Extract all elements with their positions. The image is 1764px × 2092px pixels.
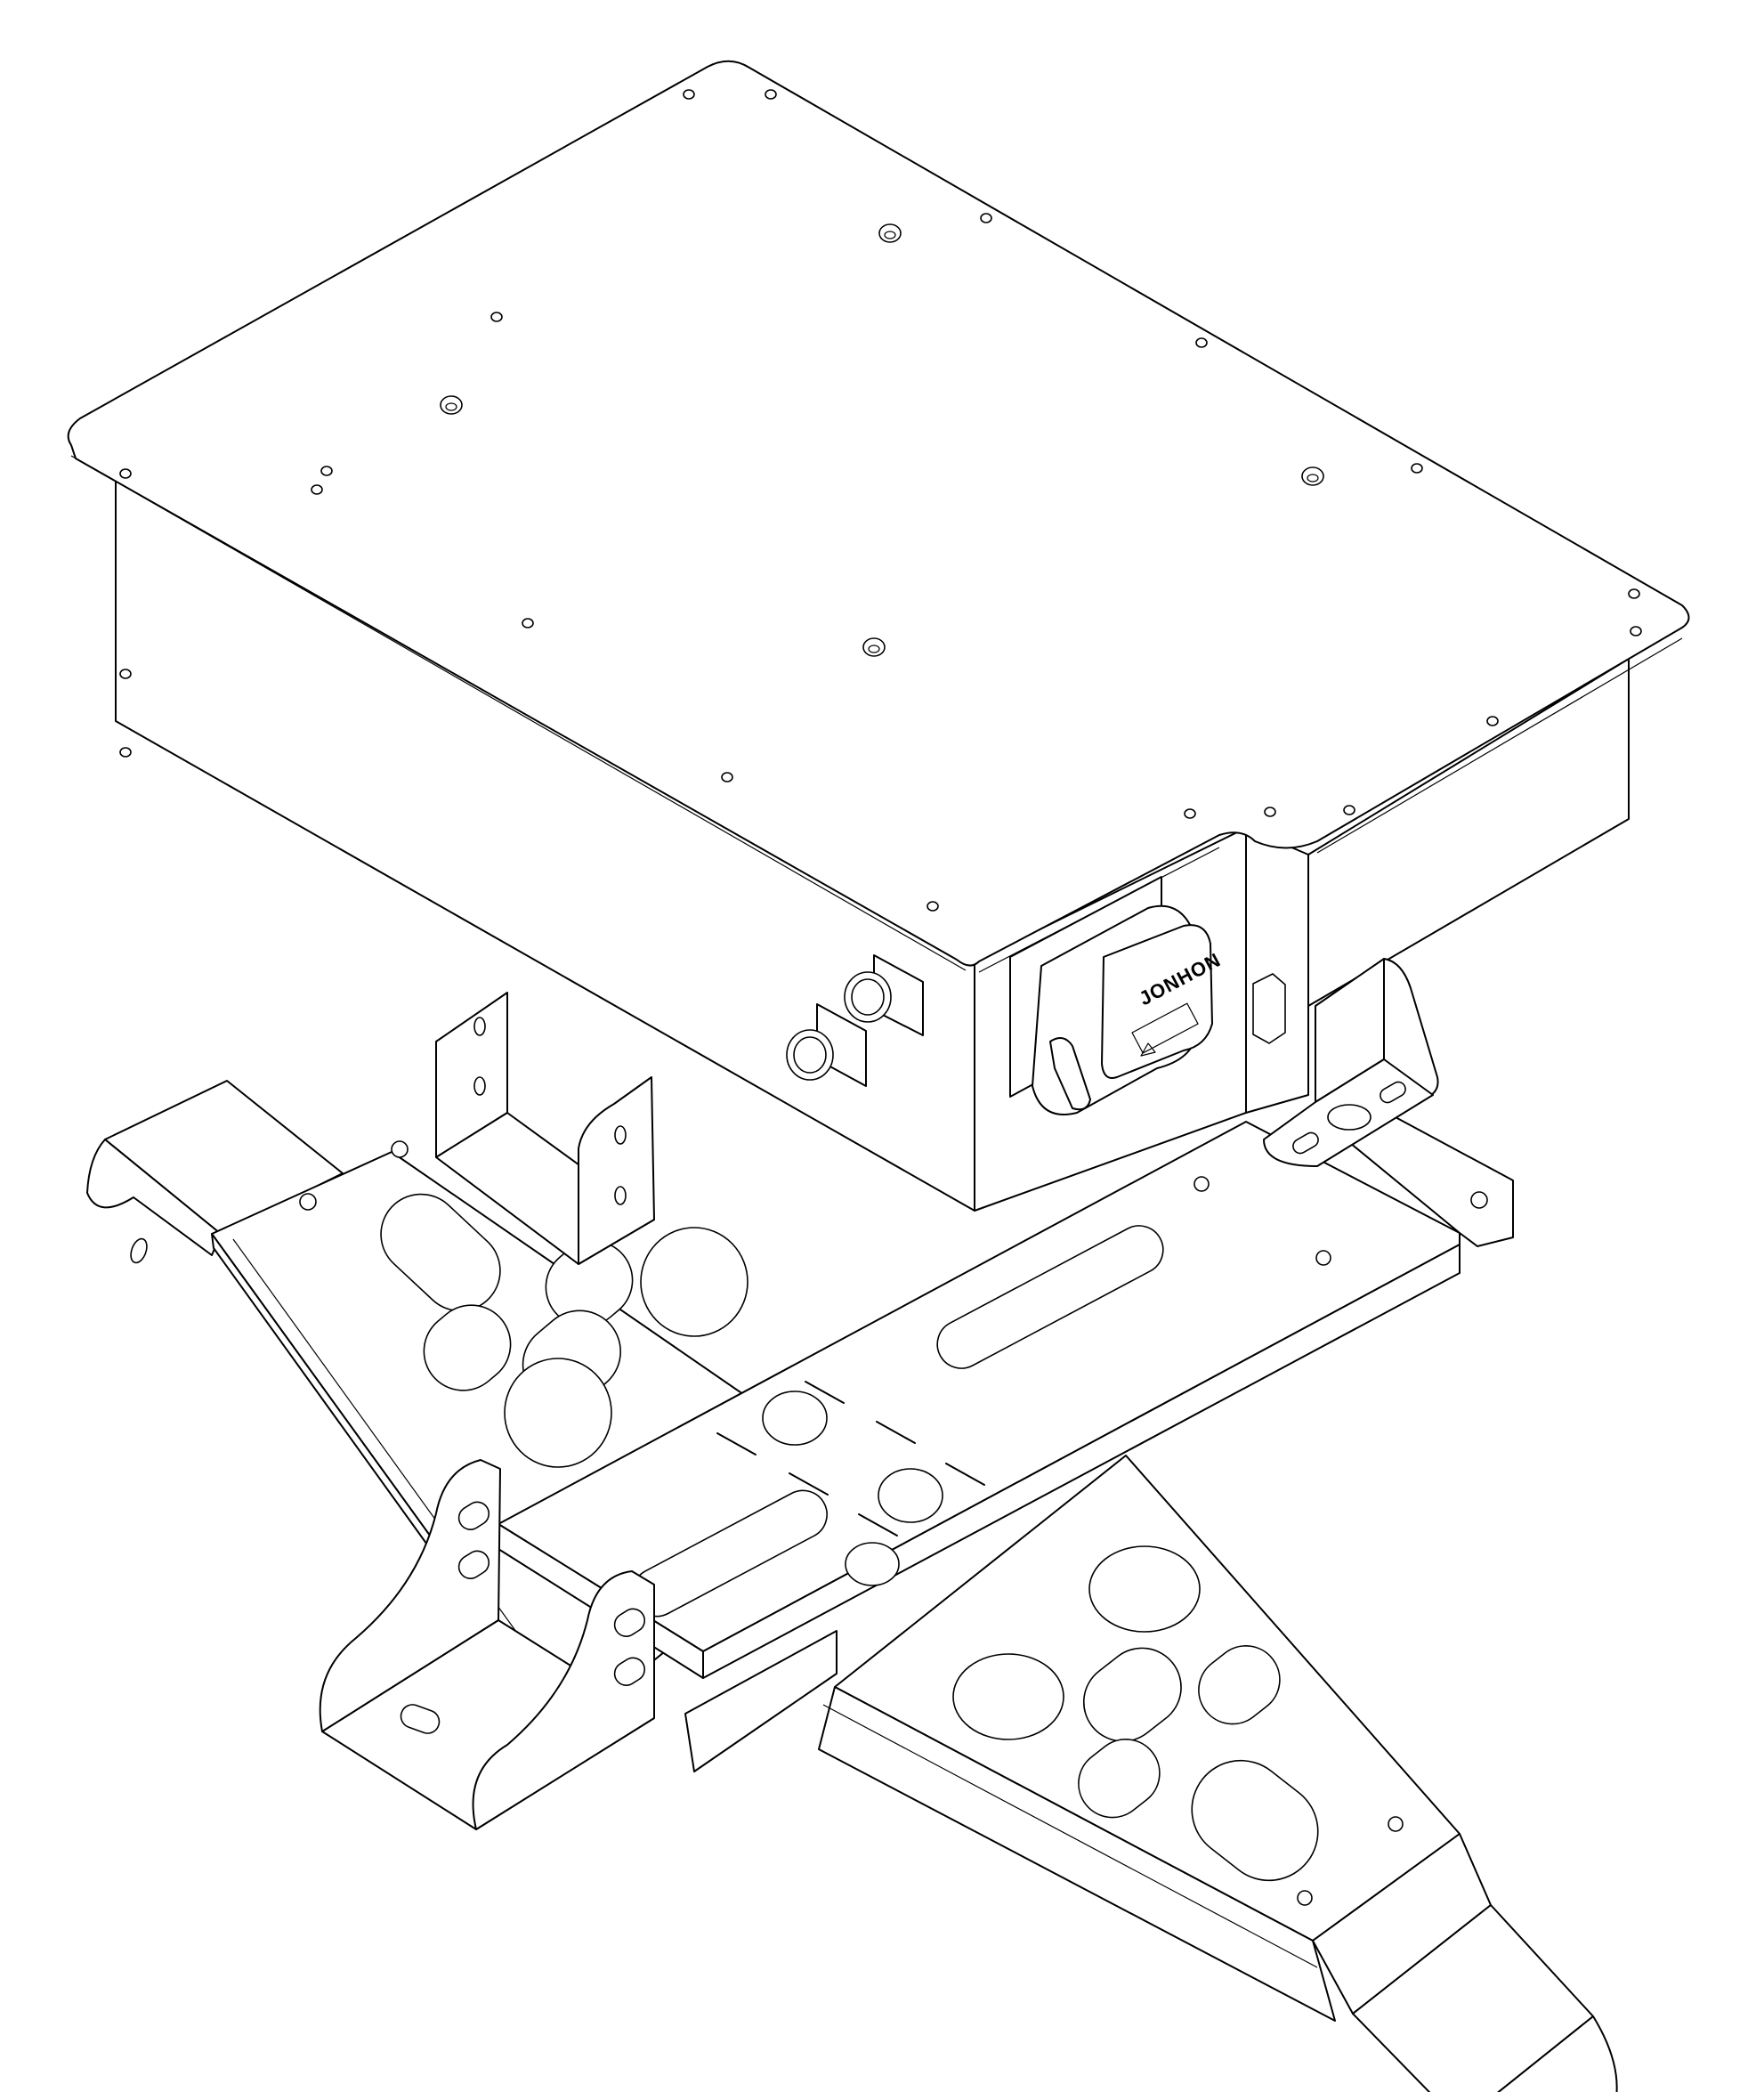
- service-port: [1252, 973, 1286, 1044]
- circular-connectors: [786, 954, 924, 1087]
- main-connector: JONHON: [1009, 876, 1225, 1115]
- lid-holes: [119, 89, 1642, 912]
- mounting-frame: [86, 1080, 1618, 2092]
- left-hook-tab: [86, 1080, 344, 1264]
- circular-connector-2: [786, 1003, 867, 1087]
- threaded-inserts: [440, 223, 1324, 657]
- connector-latch: [1049, 1037, 1091, 1111]
- side-bracket-right: [1263, 958, 1439, 1167]
- battery-box: JONHON: [67, 60, 1690, 1265]
- right-end-tab: [1312, 1833, 1618, 2092]
- circular-connector-1: [844, 954, 924, 1036]
- high-voltage-warning-icon: [1140, 1042, 1156, 1057]
- center-beam: [498, 1121, 1461, 1679]
- box-top-lid: [67, 60, 1690, 967]
- left-foot-bracket: [319, 1459, 655, 1830]
- center-lower-tab: [684, 1630, 837, 1772]
- u-bracket-front: [435, 992, 655, 1265]
- beam-slots: [716, 1381, 998, 1603]
